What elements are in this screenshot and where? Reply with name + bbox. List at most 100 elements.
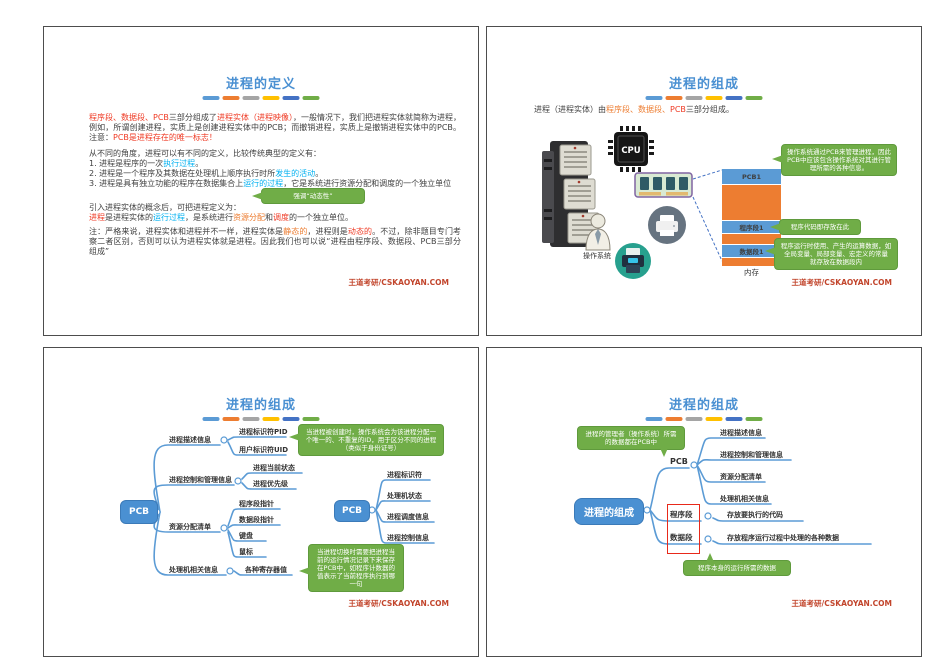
accent-dash — [645, 417, 663, 421]
accent-dash — [222, 96, 240, 100]
data-segment-desc: 存放程序运行过程中处理的各种数据 — [727, 534, 839, 542]
pcb-branch-label: PCB — [670, 457, 688, 466]
pcb-mini-root-node: PCB — [334, 500, 370, 522]
memory-label: 内存 — [744, 268, 759, 277]
leaf-processor-info: 处理机相关信息 — [720, 495, 769, 503]
accent-dash — [262, 417, 280, 421]
slide-process-composition-diagram: 进程的组成 进程（进程实体）由程序段、数据段、PCB三部分组成。 — [486, 26, 922, 336]
cpu-chip-label: CPU — [621, 146, 640, 156]
branch-description-info: 进程描述信息 — [169, 436, 211, 444]
definition-item-3: 3. 进程是具有独立功能的程序在数据集合上运行的过程，它是系统进行资源分配和调度… — [89, 179, 452, 188]
branch-control-info: 进程控制和管理信息 — [169, 476, 232, 484]
accent-dash — [222, 417, 240, 421]
leaf-control-info: 进程控制和管理信息 — [720, 451, 783, 459]
accent-dash — [745, 417, 763, 421]
accent-dash — [685, 96, 703, 100]
accent-dash — [745, 96, 763, 100]
accent-dash-row — [202, 417, 320, 421]
brand-footer: 王道考研/CSKAOYAN.COM — [791, 278, 893, 287]
memory-bar-program-segment: 程序段1 — [722, 221, 781, 233]
accent-dash — [202, 96, 220, 100]
os-label: 操作系统 — [583, 252, 611, 260]
accent-dash — [282, 417, 300, 421]
composition-root-node: 进程的组成 — [574, 498, 644, 525]
paragraph-entity-definition: 引入进程实体的概念后，可把进程定义为： 进程是进程实体的运行过程，是系统进行资源… — [89, 203, 353, 222]
printer-teal-icon — [615, 243, 651, 279]
ram-icon — [634, 172, 693, 198]
dashed-connector — [692, 196, 723, 262]
server-tower-icon — [542, 141, 600, 247]
leaf-uid: 用户标识符UID — [239, 446, 289, 454]
slide-title: 进程的组成 — [668, 398, 739, 413]
hardware-diagram: CPU — [542, 126, 723, 279]
mini-leaf-control-info: 进程控制信息 — [387, 534, 429, 542]
data-segment-label: 数据段 — [670, 533, 693, 542]
leaf-program-pointer: 程序段指针 — [239, 500, 274, 508]
callout-tail — [770, 223, 781, 231]
mindmap-connectors — [153, 436, 435, 576]
brand-footer: 王道考研/CSKAOYAN.COM — [348, 278, 450, 287]
leaf-keyboard: 键盘 — [239, 532, 253, 540]
leaf-mouse: 鼠标 — [239, 548, 253, 556]
callout-tail — [765, 247, 776, 255]
brand-footer: 王道考研/CSKAOYAN.COM — [348, 599, 450, 608]
mindmap-connectors — [643, 437, 872, 545]
accent-dash-row — [202, 96, 320, 100]
accent-dash — [725, 96, 743, 100]
accent-dash — [202, 417, 220, 421]
leaf-priority: 进程优先级 — [253, 480, 288, 488]
mini-leaf-processor-state: 处理机状态 — [387, 492, 422, 500]
os-person-icon — [585, 213, 611, 251]
callout-tail — [252, 192, 263, 200]
memory-bar-free — [722, 185, 781, 220]
accent-dash — [242, 96, 260, 100]
callout-tail — [289, 433, 300, 441]
leaf-data-pointer: 数据段指针 — [239, 516, 274, 524]
accent-dash — [302, 96, 320, 100]
mini-leaf-scheduling-info: 进程调度信息 — [387, 513, 429, 521]
branch-processor-info: 处理机相关信息 — [169, 566, 218, 574]
paragraph-process-entity: 程序段、数据段、PCB三部分组成了进程实体（进程映像），一般情况下，我们把进程实… — [89, 113, 462, 142]
leaf-registers: 各种寄存器值 — [245, 566, 287, 574]
accent-dash — [645, 96, 663, 100]
accent-dash — [705, 417, 723, 421]
intro-line: 进程（进程实体）由程序段、数据段、PCB三部分组成。 — [534, 105, 734, 114]
leaf-resource-list: 资源分配清单 — [720, 473, 762, 481]
memory-bar-free — [722, 258, 781, 266]
slide-title: 进程的组成 — [225, 398, 296, 413]
branch-resource-list: 资源分配清单 — [169, 523, 211, 531]
callout-dynamic-emphasis: 强调“动态性” — [252, 188, 365, 204]
leaf-current-state: 进程当前状态 — [253, 464, 295, 472]
accent-dash-row — [645, 96, 763, 100]
callout-tail — [660, 448, 668, 457]
memory-bar-pcb1: PCB1 — [722, 169, 781, 184]
callout-tail — [706, 553, 714, 562]
accent-dash — [665, 417, 683, 421]
accent-dash — [262, 96, 280, 100]
accent-dash — [725, 417, 743, 421]
definition-item-1: 1. 进程是程序的一次执行过程。 — [89, 159, 204, 168]
definition-item-2: 2. 进程是一个程序及其数据在处理机上顺序执行时所发生的活动。 — [89, 169, 324, 178]
callout-program-code: 程序代码即存放在此 — [770, 219, 861, 235]
callout-program-data: 程序本身的运行所需的数据 — [683, 553, 791, 576]
callout-data-segment: 程序运行时使用、产生的运算数据，如全局变量、局部变量、宏定义的常量 就存放在数据… — [765, 238, 898, 270]
accent-dash — [685, 417, 703, 421]
callout-register-explanation: 当进程切换时需要把进程当前的运行情况记录下来保存在PCB中，如程序计数器的值表示… — [299, 544, 404, 592]
callout-pid-explanation: 当进程被创建时，操作系统会为该进程分配一个唯一的、不重复的ID，用于区分不同的进… — [289, 424, 444, 456]
accent-dash — [242, 417, 260, 421]
accent-dash — [302, 417, 320, 421]
slide-title: 进程的组成 — [668, 77, 739, 92]
cpu-chip-icon: CPU — [608, 126, 654, 172]
accent-dash — [705, 96, 723, 100]
accent-dash — [282, 96, 300, 100]
dashed-connector — [692, 169, 723, 180]
mini-leaf-identifier: 进程标识符 — [387, 471, 422, 479]
slide-title: 进程的定义 — [225, 77, 296, 92]
slide-pcb-mindmap: 进程的组成 — [43, 347, 479, 657]
printer-gray-icon — [648, 206, 686, 244]
slide-composition-mindmap: 进程的组成 进程的组成 PCB 进程描述信息 进程控制 — [486, 347, 922, 657]
pcb-root-node: PCB — [120, 500, 158, 524]
callout-tail — [772, 155, 783, 163]
program-segment-desc: 存放要执行的代码 — [727, 511, 783, 519]
